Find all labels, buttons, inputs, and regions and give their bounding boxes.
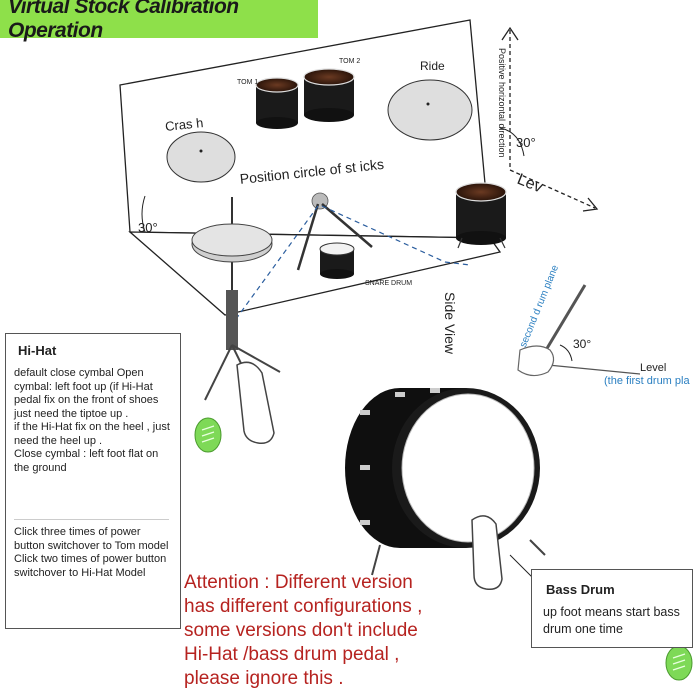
axis-arrows <box>501 26 599 212</box>
label-level: Level <box>640 362 667 374</box>
mode-line: Click two times of power button switchov… <box>14 553 167 579</box>
attention-line: please ignore this . <box>184 668 344 689</box>
snare-drum <box>319 242 355 279</box>
pedal-sensor-icon <box>194 417 222 453</box>
label-angle-left: 30° <box>138 220 158 235</box>
bass-drum <box>345 388 546 591</box>
label-snare: SNARE DRUM <box>365 280 413 287</box>
bass-drum-title: Bass Drum <box>546 582 615 597</box>
pedal-sensor-icon <box>665 645 693 681</box>
hihat-title: Hi-Hat <box>18 343 57 358</box>
drumsticks <box>296 192 373 271</box>
hihat-line: default close cymbal Open cymbal: left f… <box>14 367 159 420</box>
bass-drum-description: up foot means start bass drum one time <box>543 605 680 636</box>
hihat-mode-instructions: Click three times of power button switch… <box>14 526 174 580</box>
divider <box>14 519 169 520</box>
mode-line: Click three times of power button switch… <box>14 526 169 552</box>
attention-note: Attention : Different version has differ… <box>184 571 514 691</box>
label-angle-hand: 30° <box>573 337 592 351</box>
attention-line: Hi-Hat /bass drum pedal , <box>184 644 400 665</box>
tom1-drum <box>255 77 299 129</box>
label-tom2: TOM 2 <box>339 58 361 65</box>
label-first-plane: (the first drum pla <box>604 375 690 387</box>
hihat <box>191 197 281 445</box>
label-side-view: Side View <box>442 292 458 355</box>
guide-lines <box>227 205 471 331</box>
ride-cymbal <box>387 79 473 141</box>
bass-drum-info-box: Bass Drum up foot means start bass drum … <box>531 569 693 648</box>
floor-tom-drum <box>455 182 507 249</box>
tom2-drum <box>303 68 355 122</box>
label-tom1: TOM 1 <box>237 79 259 86</box>
hihat-description: default close cymbal Open cymbal: left f… <box>14 367 174 475</box>
label-positive-horizontal: Positive horizontal direction <box>497 48 507 158</box>
attention-line: some versions don't include <box>184 620 418 641</box>
attention-line: Attention : Different version <box>184 572 413 593</box>
title-bar: Virtual Stock Calibration Operation <box>0 0 318 42</box>
hihat-info-box: Hi-Hat default close cymbal Open cymbal:… <box>5 333 181 629</box>
hand-with-stick <box>517 284 641 377</box>
crash-cymbal <box>166 131 236 183</box>
page-title: Virtual Stock Calibration Operation <box>8 0 239 42</box>
label-angle-top: 30° <box>516 135 536 150</box>
label-ride: Ride <box>420 59 445 73</box>
hihat-line: if the Hi-Hat fix on the heel , just nee… <box>14 421 170 447</box>
attention-line: has different configurations , <box>184 596 423 617</box>
hihat-line: Close cymbal : left foot flat on the gro… <box>14 448 159 474</box>
